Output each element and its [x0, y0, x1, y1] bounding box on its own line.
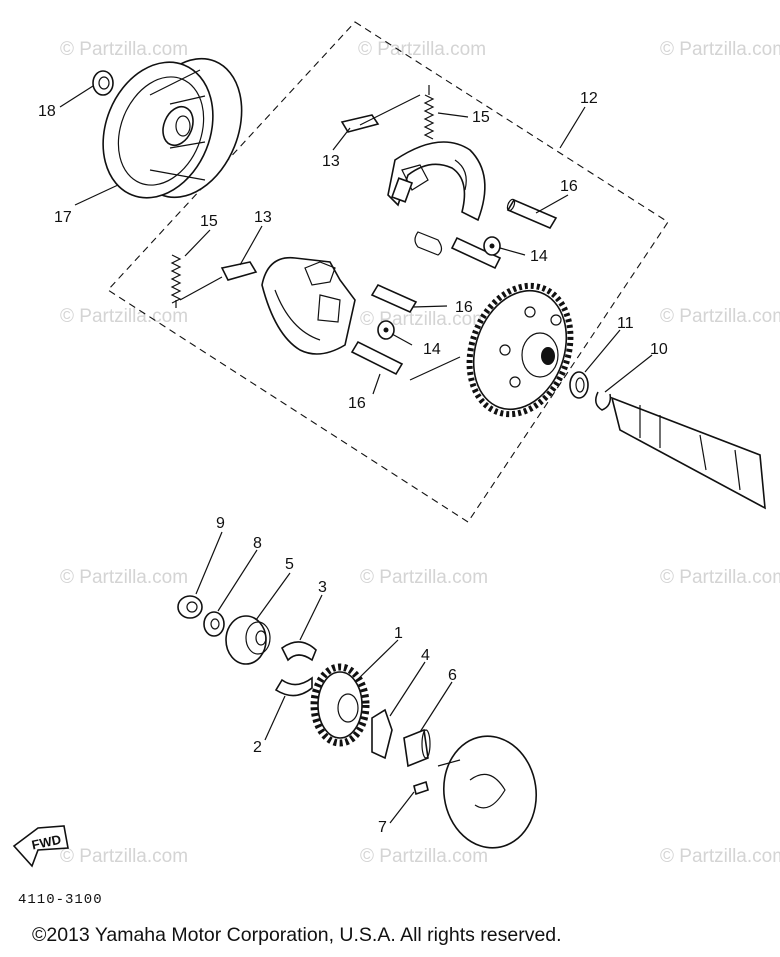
washer-8: [203, 611, 225, 637]
key-7: [413, 780, 429, 796]
callout-3: 3: [318, 579, 327, 596]
clutch-housing-17: [102, 57, 243, 199]
watermark: © Partzilla.com: [360, 846, 488, 867]
fwd-label: FWD: [30, 832, 62, 853]
callout-15-upper: 15: [472, 109, 490, 126]
callout-15-lower: 15: [200, 213, 218, 230]
callout-8: 8: [253, 535, 262, 552]
callout-16-c: 16: [348, 395, 366, 412]
nut-9: [177, 595, 203, 619]
bushing-14-lower: [377, 320, 395, 340]
watermark: © Partzilla.com: [60, 306, 188, 327]
part-code: 4110-3100: [18, 892, 103, 908]
plate-4: [371, 708, 393, 760]
circlip-10: [595, 391, 612, 411]
callout-12: 12: [580, 90, 598, 107]
callout-11: 11: [617, 315, 634, 332]
callout-13-upper: 13: [322, 153, 340, 170]
watermark: © Partzilla.com: [60, 567, 188, 588]
bushing-14-upper: [483, 236, 501, 256]
driven-gear-plate: [466, 282, 574, 418]
lower-housing: [437, 735, 538, 849]
callout-labels: 12 15 13 16 14 16 14 16 11 10 15 13 18 1…: [38, 90, 668, 836]
pin-16-d: [350, 340, 404, 376]
bushing-6: [403, 728, 431, 768]
watermark: © Partzilla.com: [660, 846, 780, 867]
callout-14-upper: 14: [530, 248, 548, 265]
callout-7: 7: [378, 819, 387, 836]
spring-15-lower: [170, 254, 182, 308]
watermark: © Partzilla.com: [60, 846, 188, 867]
washer-11: [569, 371, 589, 399]
pin-16-b: [450, 236, 502, 270]
clip-13-upper: [340, 114, 380, 133]
spring-15-upper: [423, 85, 435, 140]
crankshaft: [610, 396, 766, 510]
callout-6: 6: [448, 667, 457, 684]
fwd-arrow-icon: FWD: [12, 825, 69, 868]
callout-18: 18: [38, 103, 56, 120]
nut-18: [92, 70, 114, 96]
callout-14-lower: 14: [423, 341, 441, 358]
callout-13-lower: 13: [254, 209, 272, 226]
collar-3: [280, 641, 317, 662]
watermark: © Partzilla.com: [360, 567, 488, 588]
leader-lines: [59, 85, 653, 824]
watermark: © Partzilla.com: [660, 306, 780, 327]
watermark: © Partzilla.com: [660, 39, 780, 60]
roller: [414, 231, 443, 256]
pin-16-a: [506, 198, 558, 230]
callout-5: 5: [285, 556, 294, 573]
collar-2: [274, 676, 313, 697]
callout-17: 17: [54, 209, 72, 226]
callout-2: 2: [253, 739, 262, 756]
clutch-shoe-upper: [387, 141, 486, 222]
callout-1: 1: [394, 625, 403, 642]
callout-4: 4: [421, 647, 430, 664]
clutch-shoe-lower: [261, 256, 356, 355]
drive-boss-5: [225, 615, 271, 665]
pin-16-c: [370, 283, 418, 314]
copyright-notice: ©2013 Yamaha Motor Corporation, U.S.A. A…: [32, 924, 562, 946]
watermark: © Partzilla.com: [60, 39, 188, 60]
watermark-group: © Partzilla.com © Partzilla.com © Partzi…: [60, 39, 780, 867]
gear-1: [310, 663, 370, 747]
watermark: © Partzilla.com: [358, 39, 486, 60]
callout-16-a: 16: [560, 178, 578, 195]
clip-13-lower: [220, 261, 258, 281]
watermark: © Partzilla.com: [660, 567, 780, 588]
callout-10: 10: [650, 341, 668, 358]
callout-9: 9: [216, 515, 225, 532]
callout-16-b: 16: [455, 299, 473, 316]
